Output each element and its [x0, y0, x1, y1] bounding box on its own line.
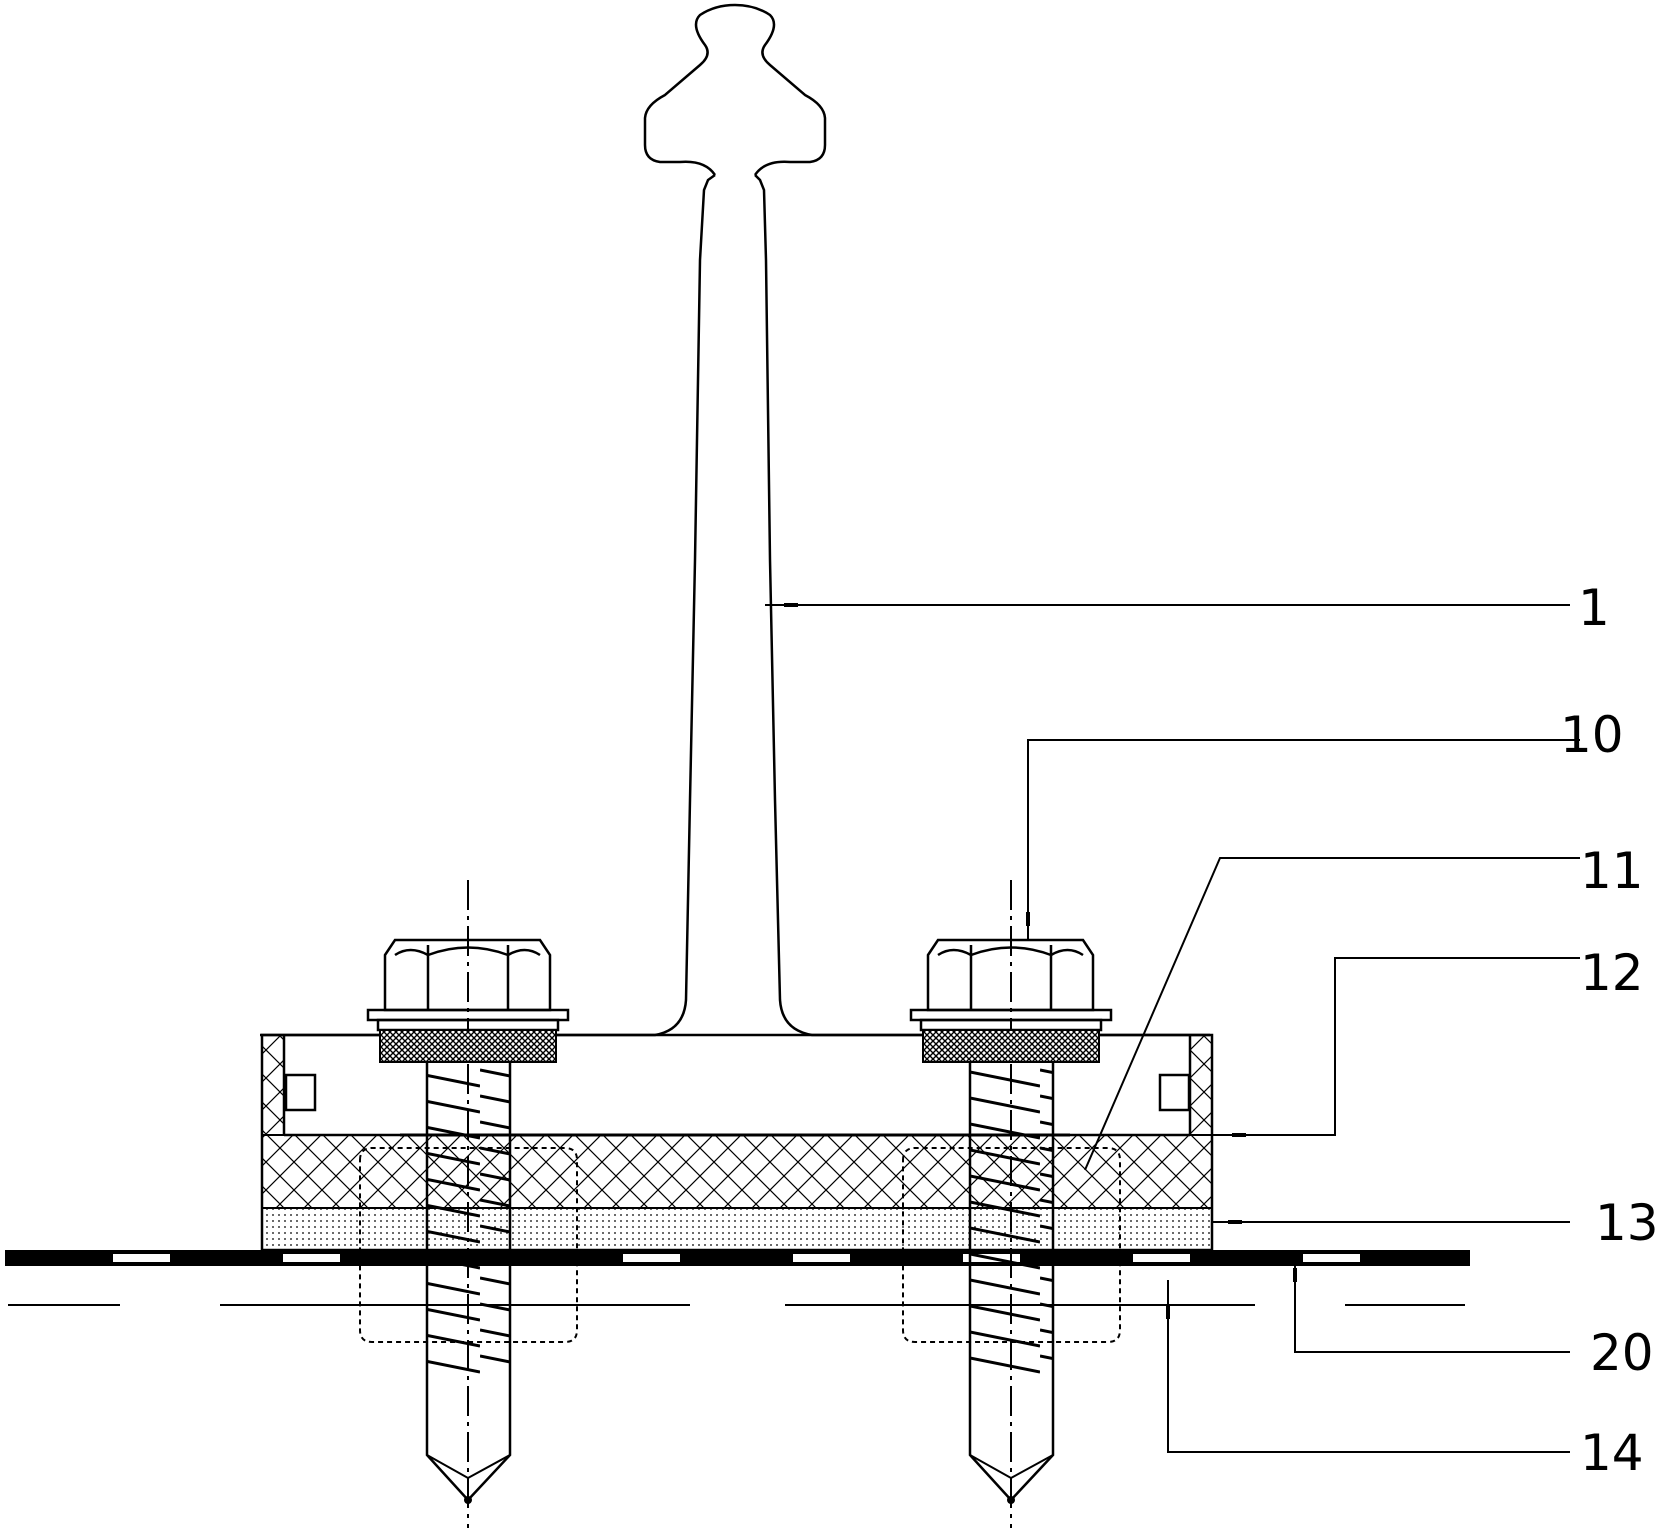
- leader-lines: [765, 603, 1580, 1453]
- ref-label-10: 10: [1560, 706, 1624, 764]
- ref-label-14: 14: [1580, 1424, 1644, 1482]
- ref-label-20: 20: [1590, 1324, 1654, 1382]
- leader-20: [1294, 1266, 1570, 1353]
- screw-left: [366, 880, 570, 1528]
- roof-panel: [5, 1250, 1470, 1266]
- sealing-layer: [261, 1207, 1213, 1251]
- cradle-side-hatch-right: [1190, 1035, 1212, 1135]
- ref-label-11: 11: [1580, 842, 1644, 900]
- leader-12: [1212, 957, 1580, 1136]
- ref-label-12: 12: [1580, 944, 1644, 1002]
- rail-profile: [260, 3, 1210, 1037]
- leader-11: [1084, 857, 1580, 1171]
- screw-right: [909, 880, 1113, 1528]
- leader-10: [1027, 739, 1580, 940]
- ref-label-1: 1: [1578, 579, 1610, 637]
- leader-14: [1167, 1280, 1570, 1453]
- cradle-side-hatch-left: [262, 1035, 284, 1135]
- insulation-pad: [261, 1134, 1213, 1209]
- ref-label-13: 13: [1595, 1194, 1659, 1252]
